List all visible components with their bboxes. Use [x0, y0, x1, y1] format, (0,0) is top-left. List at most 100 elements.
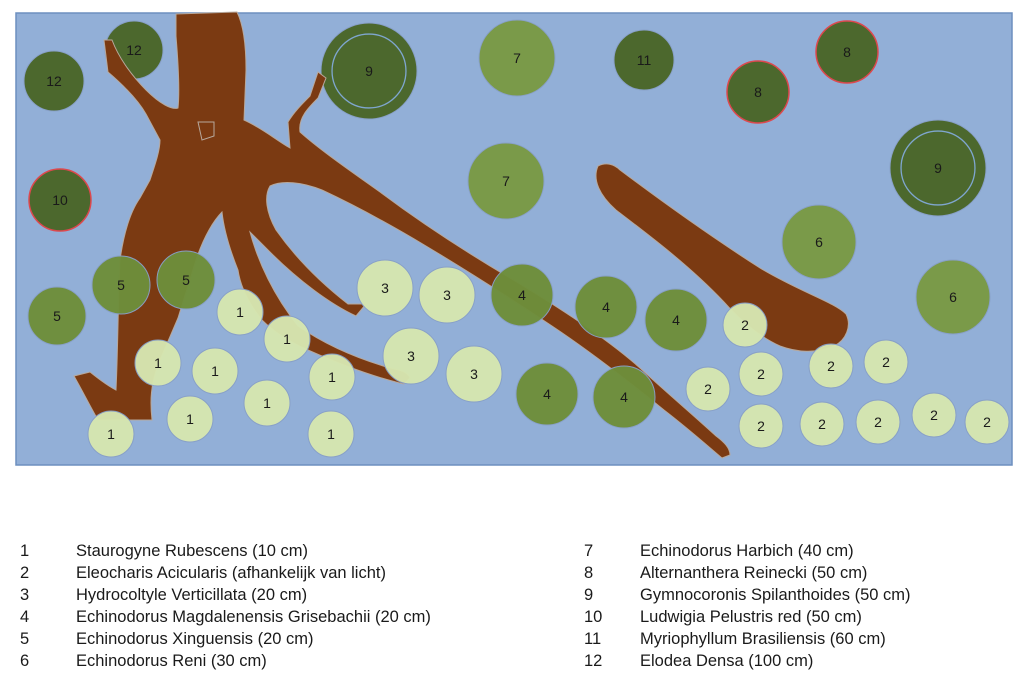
plant-marker-1: 1 — [166, 395, 214, 443]
plant-circle — [308, 353, 356, 401]
plant-circle — [91, 255, 151, 315]
legend-number: 12 — [584, 652, 603, 670]
plant-number-label: 1 — [211, 363, 219, 379]
plant-marker-1: 1 — [307, 410, 355, 458]
plant-marker-4: 4 — [644, 288, 708, 352]
plant-circle — [574, 275, 638, 339]
plant-marker-2: 2 — [863, 339, 909, 385]
plant-circle — [243, 379, 291, 427]
plant-marker-2: 2 — [685, 366, 731, 412]
plant-circle — [87, 410, 135, 458]
plant-number-label: 3 — [381, 280, 389, 296]
plant-circle — [445, 345, 503, 403]
plant-number-label: 6 — [815, 234, 823, 250]
plant-circle — [592, 365, 656, 429]
plant-marker-8: 8 — [726, 60, 790, 124]
plant-marker-4: 4 — [515, 362, 579, 426]
legend-plant-name: Echinodorus Xinguensis (20 cm) — [76, 630, 314, 648]
plant-marker-3: 3 — [382, 327, 440, 385]
plant-number-label: 7 — [513, 50, 521, 66]
legend-number: 5 — [20, 630, 30, 648]
plant-number-label: 3 — [470, 366, 478, 382]
plant-number-label: 1 — [107, 426, 115, 442]
plant-circle — [889, 119, 987, 217]
plant-marker-6: 6 — [915, 259, 991, 335]
plant-number-label: 4 — [620, 389, 628, 405]
legend-plant-name: Gymnocoronis Spilanthoides (50 cm) — [640, 586, 911, 604]
plant-circle — [738, 351, 784, 397]
plant-circle — [356, 259, 414, 317]
plant-inner-ring — [331, 33, 407, 109]
plant-circle — [911, 392, 957, 438]
plant-number-label: 4 — [543, 386, 551, 402]
plant-marker-1: 1 — [263, 315, 311, 363]
legend-number: 7 — [584, 542, 594, 560]
plant-marker-3: 3 — [445, 345, 503, 403]
plant-marker-6: 6 — [781, 204, 857, 280]
legend-number: 9 — [584, 586, 594, 604]
plant-marker-5: 5 — [91, 255, 151, 315]
plant-number-label: 9 — [365, 63, 373, 79]
plant-circle — [418, 266, 476, 324]
plant-number-label: 5 — [182, 272, 190, 288]
plant-number-label: 2 — [757, 366, 765, 382]
plant-number-label: 4 — [672, 312, 680, 328]
plant-circle — [863, 339, 909, 385]
plant-number-label: 7 — [502, 173, 510, 189]
plant-marker-2: 2 — [855, 399, 901, 445]
plant-circle — [156, 250, 216, 310]
legend-number: 3 — [20, 586, 30, 604]
plant-circle — [382, 327, 440, 385]
legend-number: 1 — [20, 542, 30, 560]
plant-circle — [738, 403, 784, 449]
legend-item: 11 Myriophyllum Brasiliensis (60 cm) — [584, 628, 911, 650]
plant-circle — [478, 19, 556, 97]
plant-number-label: 2 — [818, 416, 826, 432]
plant-marker-1: 1 — [134, 339, 182, 387]
plant-circle — [490, 263, 554, 327]
plant-number-label: 3 — [443, 287, 451, 303]
plant-marker-2: 2 — [738, 351, 784, 397]
legend-number: 11 — [584, 630, 602, 648]
plant-number-label: 2 — [874, 414, 882, 430]
legend-number: 4 — [20, 608, 30, 626]
plant-circle — [964, 399, 1010, 445]
plant-marker-4: 4 — [490, 263, 554, 327]
plant-circle — [216, 288, 264, 336]
plant-number-label: 1 — [283, 331, 291, 347]
plant-number-label: 2 — [827, 358, 835, 374]
plant-circle — [320, 22, 418, 120]
plant-circle — [27, 286, 87, 346]
plant-circle — [781, 204, 857, 280]
plant-number-label: 2 — [741, 317, 749, 333]
legend-number: 2 — [20, 564, 30, 582]
legend-plant-name: Myriophyllum Brasiliensis (60 cm) — [640, 630, 886, 648]
plant-marker-2: 2 — [738, 403, 784, 449]
plant-number-label: 11 — [637, 52, 652, 68]
plant-number-label: 1 — [327, 426, 335, 442]
driftwood-notch — [197, 121, 215, 141]
plant-marker-5: 5 — [27, 286, 87, 346]
plant-marker-3: 3 — [356, 259, 414, 317]
legend-plant-name: Ludwigia Pelustris red (50 cm) — [640, 608, 862, 626]
plant-number-label: 4 — [518, 287, 526, 303]
plant-number-label: 12 — [46, 73, 62, 89]
plant-marker-4: 4 — [574, 275, 638, 339]
plant-marker-1: 1 — [216, 288, 264, 336]
plant-circle — [815, 20, 879, 84]
plant-circle — [263, 315, 311, 363]
plant-marker-2: 2 — [808, 343, 854, 389]
plant-circle — [726, 60, 790, 124]
plant-circle — [307, 410, 355, 458]
plant-number-label: 1 — [236, 304, 244, 320]
plant-number-label: 5 — [117, 277, 125, 293]
plant-circle — [467, 142, 545, 220]
plant-number-label: 10 — [52, 192, 68, 208]
plant-marker-9: 9 — [889, 119, 987, 217]
